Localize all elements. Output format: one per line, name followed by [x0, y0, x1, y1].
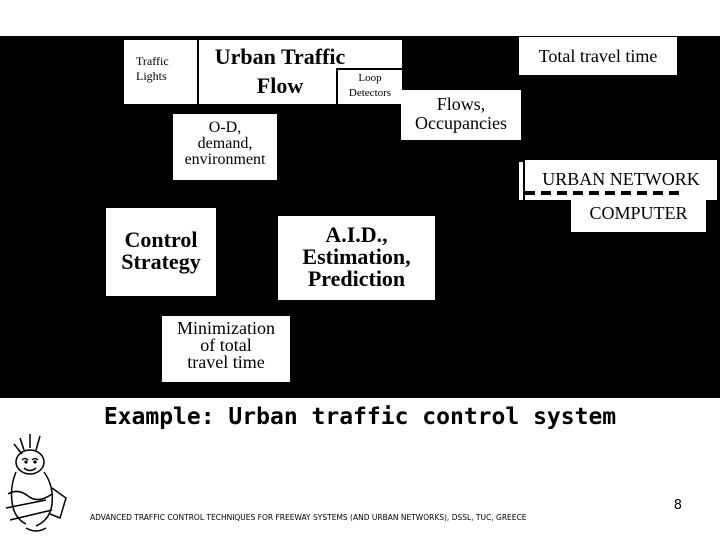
loop-detectors-line: Detectors — [348, 87, 392, 99]
minimization-line: Minimization — [177, 318, 275, 338]
urban-network-label: URBAN NETWORK — [542, 169, 700, 189]
footer-text: ADVANCED TRAFFIC CONTROL TECHNIQUES FOR … — [90, 513, 527, 522]
aid-estimation-line: A.I.D., — [325, 222, 388, 247]
computer-label: COMPUTER — [589, 203, 688, 223]
network-dashes — [525, 191, 685, 195]
computer-box: COMPUTER — [571, 200, 706, 232]
flows-occupancies-line: Flows, — [436, 94, 486, 114]
od-demand-line: O-D, — [208, 119, 242, 136]
control-strategy-line: Strategy — [121, 249, 201, 274]
od-demand-box: O-D, demand, environment — [173, 114, 277, 180]
control-strategy-line: Control — [124, 227, 198, 252]
traffic-lights-line: Lights — [136, 69, 167, 83]
control-strategy-box: Control Strategy — [106, 208, 216, 296]
flows-occupancies-line: Occupancies — [415, 113, 507, 133]
loop-detectors-line: Loop — [358, 72, 382, 84]
od-demand-line: environment — [184, 151, 266, 168]
aid-estimation-line: Prediction — [307, 266, 406, 291]
slide-caption: Example: Urban traffic control system — [103, 404, 617, 430]
flows-occupancies-box: Flows, Occupancies — [401, 90, 521, 140]
aid-estimation-line: Estimation, — [302, 244, 411, 269]
urban-traffic-flow-box: Traffic Lights Urban Traffic Flow Loop D… — [124, 40, 402, 104]
total-travel-time-box: Total travel time — [519, 37, 677, 75]
page-number: 8 — [673, 498, 682, 513]
aid-estimation-box: A.I.D., Estimation, Prediction — [278, 216, 435, 300]
urban-network-box: URBAN NETWORK — [525, 160, 717, 200]
flow-title-line: Urban Traffic — [214, 44, 346, 69]
od-demand-line: demand, — [197, 135, 253, 152]
traffic-lights-line: Traffic — [136, 54, 169, 68]
urban-network-accent-bar — [519, 162, 523, 200]
traffic-lights-label: Traffic Lights — [128, 54, 202, 84]
loop-detectors-label: Loop Detectors — [338, 71, 402, 101]
mascot-logo-icon — [5, 434, 67, 532]
minimization-line: of total — [200, 335, 252, 355]
flow-title-line: Flow — [256, 73, 304, 98]
urban-traffic-flow-title: Urban Traffic Flow — [200, 42, 360, 100]
divider — [197, 40, 199, 104]
minimization-box: Minimization of total travel time — [162, 316, 290, 382]
loop-detectors-frame — [336, 68, 402, 104]
minimization-line: travel time — [187, 352, 265, 372]
total-travel-time-label: Total travel time — [538, 46, 658, 66]
